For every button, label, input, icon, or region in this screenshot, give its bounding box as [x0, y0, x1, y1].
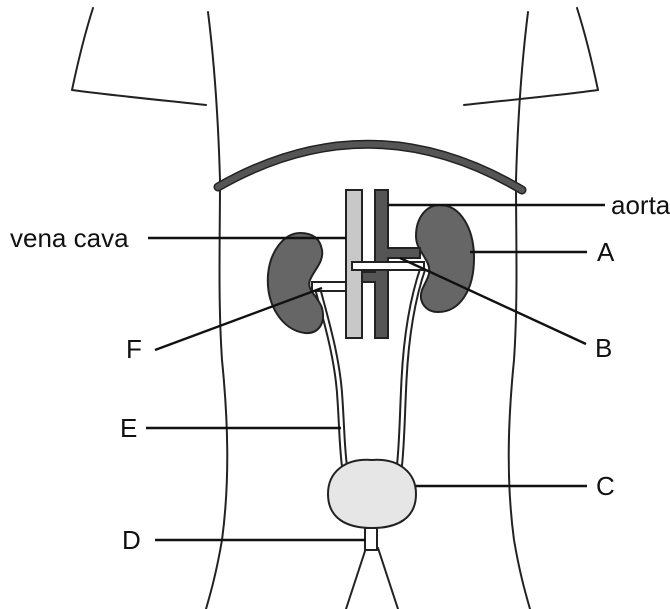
label-aorta: aorta	[611, 190, 670, 220]
right-ureter	[399, 268, 423, 470]
diaphragm	[218, 144, 522, 190]
right-leg-outline	[378, 548, 398, 609]
right-kidney	[416, 205, 474, 312]
label-vena-cava: vena cava	[10, 223, 129, 253]
bladder	[328, 460, 416, 528]
body-outline	[72, 8, 598, 609]
label-a: A	[597, 237, 615, 267]
label-c: C	[596, 471, 615, 501]
label-d: D	[122, 525, 141, 555]
left-arm-outline	[72, 8, 206, 105]
label-f: F	[126, 334, 142, 364]
label-e: E	[120, 413, 137, 443]
urethra	[365, 528, 377, 550]
left-torso-outline	[206, 12, 227, 609]
right-arm-outline	[464, 8, 598, 105]
left-leg-outline	[346, 548, 366, 609]
label-b: B	[595, 333, 612, 363]
